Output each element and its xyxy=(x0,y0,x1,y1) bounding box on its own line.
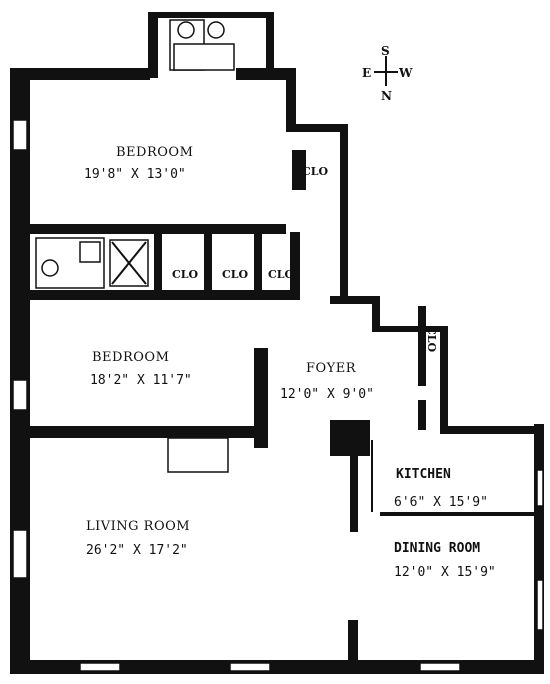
living-name: LIVING ROOM xyxy=(86,519,190,534)
compass-south: S xyxy=(381,44,390,58)
closet-label-5: CLO xyxy=(425,326,438,352)
compass-north: N xyxy=(381,89,392,103)
closet-label-2: CLO xyxy=(172,268,198,281)
dining-dims: 12'0" X 15'9" xyxy=(394,565,496,580)
closet-label-3: CLO xyxy=(222,268,248,281)
bedroom2-dims: 18'2" X 11'7" xyxy=(90,373,192,388)
kitchen-dims: 6'6" X 15'9" xyxy=(394,495,488,510)
dining-name: DINING ROOM xyxy=(394,541,480,556)
windows xyxy=(12,119,544,672)
interior-walls xyxy=(30,150,536,660)
exterior-walls xyxy=(10,12,544,674)
compass-icon: S N E W xyxy=(362,44,413,103)
closet-label-1: CLO xyxy=(302,165,328,178)
bathroom-middle-fixtures xyxy=(35,237,149,289)
bedroom1-dims: 19'8" X 13'0" xyxy=(84,167,186,182)
bedroom2-name: BEDROOM xyxy=(92,350,169,365)
living-dims: 26'2" X 17'2" xyxy=(86,543,188,558)
bathroom-top-fixtures xyxy=(169,19,235,71)
bay-ledge xyxy=(167,437,229,473)
closet-label-4: CLO xyxy=(268,268,294,281)
foyer-dims: 12'0" X 9'0" xyxy=(280,387,374,402)
foyer-name: FOYER xyxy=(306,361,357,376)
kitchen-name: KITCHEN xyxy=(396,467,451,482)
bedroom1-name: BEDROOM xyxy=(116,145,193,160)
compass-west: W xyxy=(398,66,413,80)
compass-east: E xyxy=(362,66,371,80)
